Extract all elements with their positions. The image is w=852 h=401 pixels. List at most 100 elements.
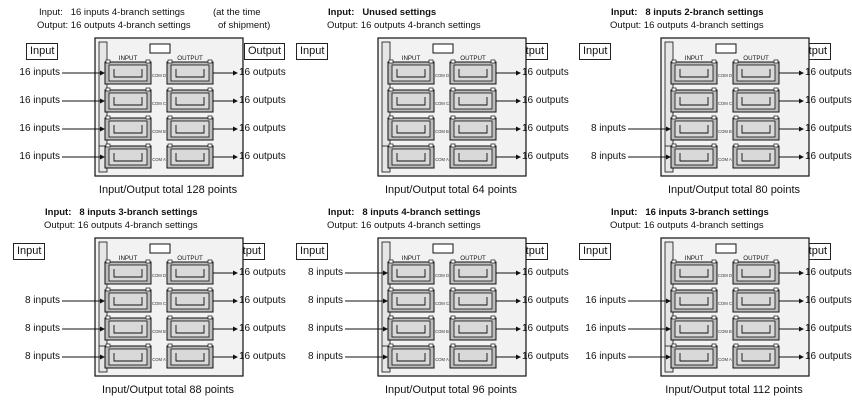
input-connector <box>670 87 718 113</box>
io-total-label: Input/Output total 64 points <box>384 184 518 196</box>
input-arrowhead <box>383 298 388 304</box>
input-count-label: 8 inputs <box>24 295 60 306</box>
com-label: COM D <box>718 73 732 78</box>
header-input-label: Input: <box>611 7 638 18</box>
header-input-label: Input: <box>45 207 72 218</box>
output-connector <box>449 115 497 141</box>
output-count-label: 16 outputs <box>239 95 286 106</box>
device-output-label: OUTPUT <box>743 55 769 62</box>
input-count-label: 16 inputs <box>585 295 626 306</box>
input-count-label: 8 inputs <box>590 123 626 134</box>
output-connector <box>732 315 780 341</box>
com-label: COM A <box>718 157 732 162</box>
input-count-label: 8 inputs <box>590 151 626 162</box>
input-connector <box>387 87 435 113</box>
output-connector <box>166 315 214 341</box>
input-connector <box>104 143 152 169</box>
com-label: COM C <box>152 301 166 306</box>
output-arrowhead <box>516 70 521 76</box>
input-box: Input <box>579 243 612 260</box>
output-connector <box>732 259 780 285</box>
device-input-label: INPUT <box>119 255 138 262</box>
output-arrowhead <box>233 70 238 76</box>
input-connector <box>670 315 718 341</box>
input-count-label: 16 inputs <box>585 351 626 362</box>
input-count-label: 8 inputs <box>307 323 343 334</box>
output-arrowhead <box>516 298 521 304</box>
input-count-label: 8 inputs <box>307 267 343 278</box>
output-arrowhead <box>799 326 804 332</box>
input-arrowhead <box>100 98 105 104</box>
header-input-setting: 16 inputs 3-branch settings <box>645 207 769 218</box>
input-connector <box>104 259 152 285</box>
output-count-label: 16 outputs <box>522 151 569 162</box>
header-output-line: Output: 16 outputs 4-branch settings <box>610 20 764 31</box>
input-count-label: 8 inputs <box>24 323 60 334</box>
output-arrowhead <box>516 98 521 104</box>
input-box: Input <box>296 243 329 260</box>
header-output-line: Output: 16 outputs 4-branch settings <box>37 20 191 31</box>
input-box: Input <box>296 43 329 60</box>
com-label: COM A <box>152 157 166 162</box>
output-arrowhead <box>233 126 238 132</box>
header-output-line: Output: 16 outputs 4-branch settings <box>610 220 764 231</box>
output-connector <box>449 59 497 85</box>
input-arrowhead <box>100 354 105 360</box>
header-input-setting: 8 inputs 4-branch settings <box>362 207 481 218</box>
input-connector <box>670 59 718 85</box>
io-total-label: Input/Output total 80 points <box>667 184 801 196</box>
output-arrowhead <box>516 126 521 132</box>
com-label: COM C <box>718 101 732 106</box>
device-input-label: INPUT <box>402 55 421 62</box>
input-connector <box>670 287 718 313</box>
output-connector <box>732 59 780 85</box>
input-arrowhead <box>100 326 105 332</box>
header-input-setting: 8 inputs 3-branch settings <box>79 207 198 218</box>
input-arrowhead <box>100 126 105 132</box>
output-arrowhead <box>233 354 238 360</box>
input-connector <box>387 115 435 141</box>
device-output-label: OUTPUT <box>743 255 769 262</box>
output-count-label: 16 outputs <box>522 295 569 306</box>
device-input-label: INPUT <box>685 55 704 62</box>
input-arrowhead <box>100 70 105 76</box>
input-count-label: 16 inputs <box>19 67 60 78</box>
device-input-label: INPUT <box>402 255 421 262</box>
com-label: COM D <box>435 273 449 278</box>
output-arrowhead <box>799 98 804 104</box>
com-label: COM B <box>435 129 449 134</box>
input-arrowhead <box>100 298 105 304</box>
header-input-line: Input: 16 inputs 3-branch settings <box>611 207 769 218</box>
input-arrowhead <box>666 154 671 160</box>
output-count-label: 16 outputs <box>805 267 852 278</box>
input-connector <box>104 287 152 313</box>
com-label: COM C <box>152 101 166 106</box>
output-connector <box>449 143 497 169</box>
output-count-label: 16 outputs <box>239 267 286 278</box>
output-count-label: 16 outputs <box>522 351 569 362</box>
header-input-label: Input: <box>39 7 63 18</box>
output-count-label: 16 outputs <box>522 67 569 78</box>
output-arrowhead <box>799 354 804 360</box>
com-label: COM D <box>152 273 166 278</box>
io-total-label: Input/Output total 96 points <box>384 384 518 396</box>
input-box: Input <box>579 43 612 60</box>
input-connector <box>387 343 435 369</box>
device-input-label: INPUT <box>119 55 138 62</box>
output-box: Output <box>244 43 286 60</box>
header-note-line-2: of shipment) <box>218 20 271 31</box>
output-arrowhead <box>233 98 238 104</box>
